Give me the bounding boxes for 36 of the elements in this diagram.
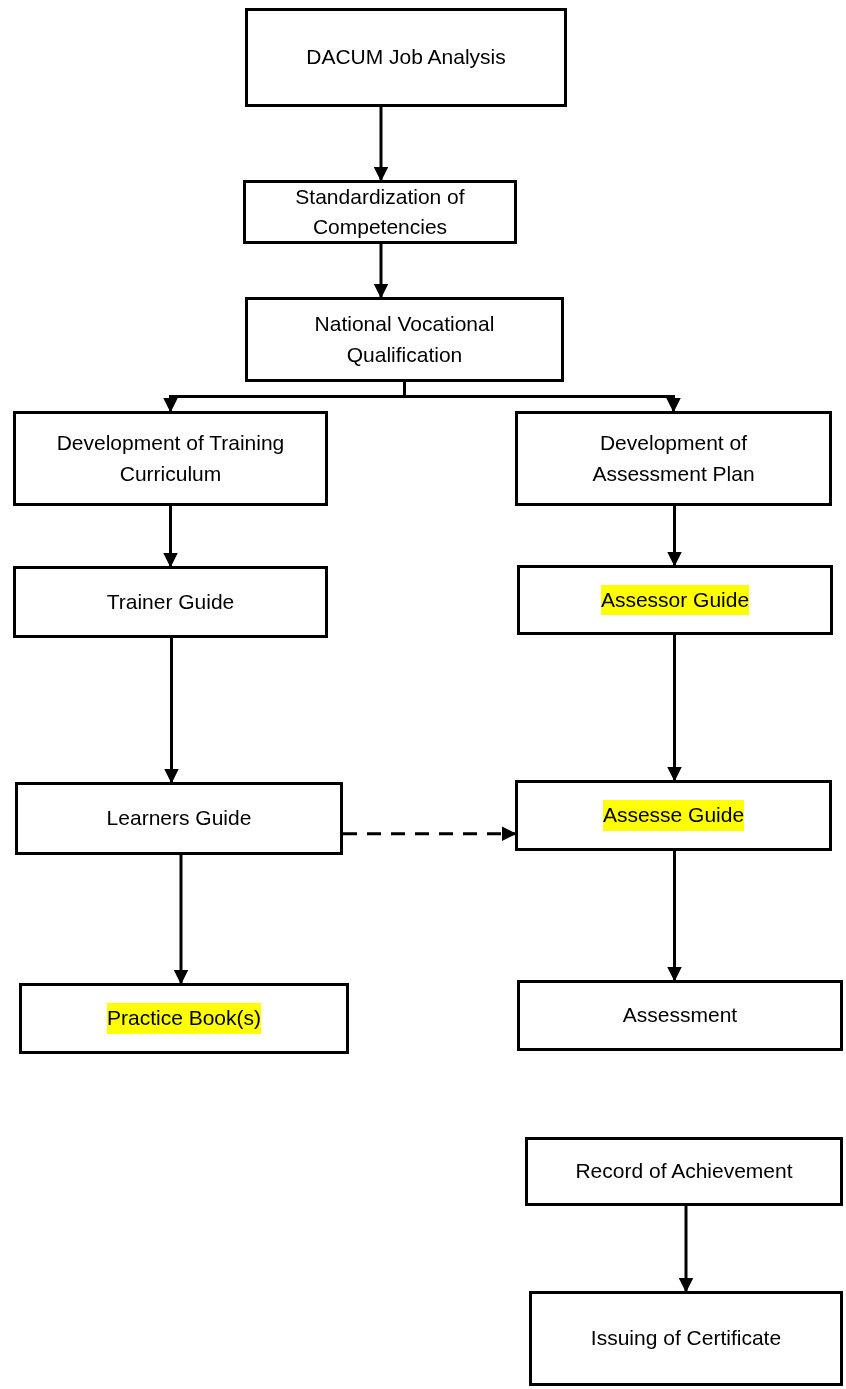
arrow	[678, 1206, 694, 1293]
arrow	[173, 855, 189, 985]
process-box	[515, 780, 832, 851]
arrow	[164, 638, 179, 784]
process-box	[245, 8, 567, 107]
process-box	[517, 565, 833, 635]
box-label: Trainer Guide	[106, 588, 235, 615]
box-label: Issuing of Certificate	[590, 1325, 782, 1352]
box-label: Development of Assessment Plan	[591, 430, 756, 487]
highlighted-label: Assessor Guide	[600, 584, 750, 616]
process-box	[19, 983, 349, 1054]
process-box	[13, 566, 328, 638]
arrow	[373, 107, 389, 182]
box-label: Development of Training Curriculum	[55, 430, 286, 487]
highlighted-label: Assesse Guide	[602, 800, 745, 831]
process-box	[515, 411, 832, 506]
process-box	[245, 297, 564, 382]
box-label: Record of Achievement	[575, 1158, 793, 1185]
arrow	[667, 851, 682, 982]
box-label: Assessment	[622, 1002, 738, 1029]
dashed-arrow	[343, 826, 517, 842]
process-box	[15, 782, 343, 855]
box-label: Learners Guide	[106, 805, 252, 832]
process-box	[529, 1291, 843, 1386]
process-box	[517, 980, 843, 1051]
arrow	[667, 635, 682, 782]
box-label: DACUM Job Analysis	[306, 44, 506, 71]
process-box	[13, 411, 328, 506]
highlighted-label: Practice Book(s)	[106, 1003, 261, 1034]
box-label: Standardization of Competencies	[294, 183, 466, 240]
process-box	[243, 180, 517, 244]
arrow	[163, 506, 178, 568]
arrow	[667, 506, 682, 567]
arrow	[373, 244, 389, 299]
process-box	[525, 1137, 843, 1206]
box-label: National Vocational Qualification	[313, 311, 496, 368]
